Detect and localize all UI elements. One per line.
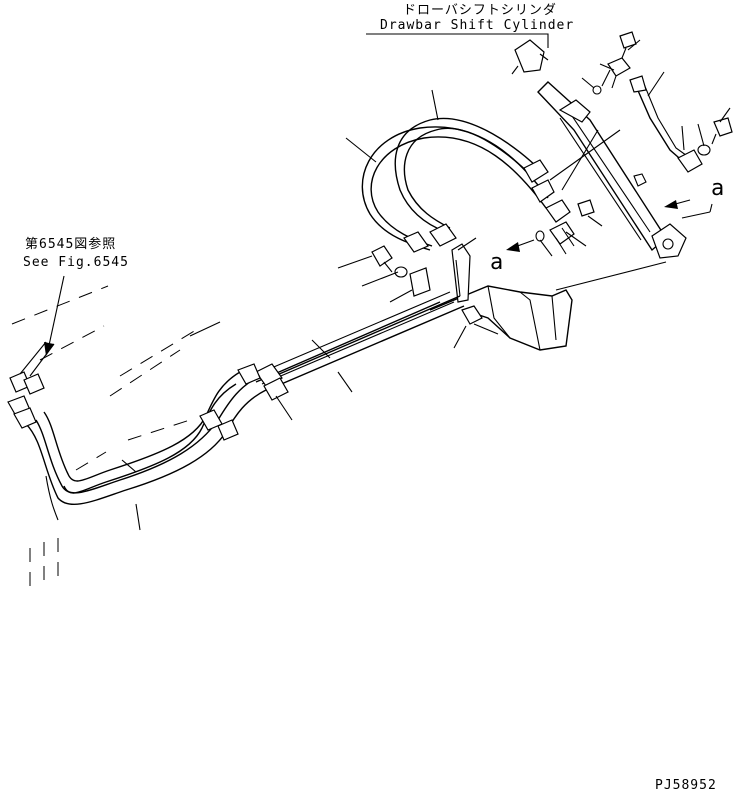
parallel-tubes [255, 291, 465, 401]
reference-japanese: 第6545図参照 [25, 237, 117, 252]
drawbar-shift-cylinder [511, 39, 687, 259]
drawing-number: PJ58952 [655, 778, 717, 793]
drawbar-frame [429, 243, 573, 351]
cylinder-fittings [592, 31, 733, 173]
left-hoses [7, 341, 267, 521]
elbow-fittings [535, 199, 595, 255]
view-mark-center: a [490, 250, 504, 275]
view-arrows [44, 199, 691, 356]
leader-lines [121, 33, 731, 531]
title-japanese: ドローバシフトシリンダ [403, 3, 557, 18]
title-english: Drawbar Shift Cylinder [380, 18, 575, 33]
hose-loop [361, 117, 555, 253]
view-mark-right: a [711, 176, 725, 201]
phantom-lines [11, 285, 197, 590]
bolt-washer-clamp [371, 245, 431, 297]
reference-english: See Fig.6545 [23, 255, 129, 270]
